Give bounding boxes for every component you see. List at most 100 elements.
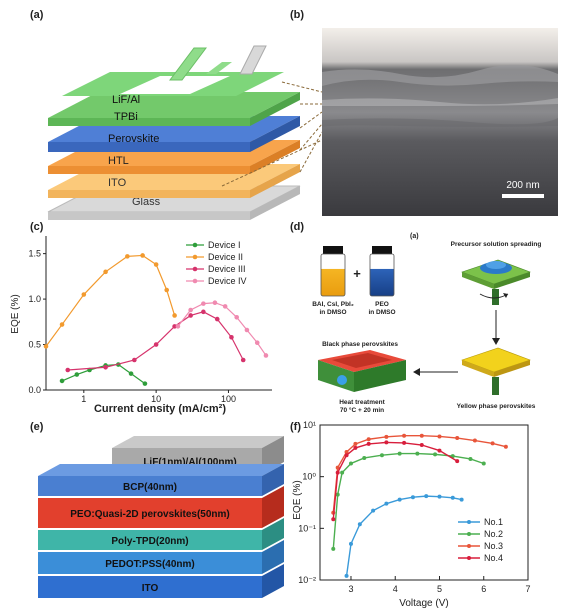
vial-blue: [369, 246, 395, 297]
f-data-point: [384, 501, 389, 506]
f-legend-marker: [467, 520, 471, 524]
f-legend-label: No.3: [484, 541, 503, 551]
layer-lif-al: LiF/Al: [62, 45, 284, 106]
c-data-point: [128, 371, 134, 376]
f-data-point: [397, 451, 402, 456]
f-x-tick-label: 6: [481, 584, 486, 594]
f-data-point: [335, 465, 340, 470]
f-data-point: [402, 433, 407, 438]
c-data-point: [59, 322, 65, 327]
layer-tpbi: TPBi: [48, 92, 300, 126]
step2-label: Yellow phase perovskites: [457, 403, 536, 410]
f-series-line: [345, 495, 462, 577]
f-legend-label: No.4: [484, 553, 503, 563]
f-data-point: [384, 434, 389, 439]
f-data-point: [397, 497, 402, 502]
f-x-tick-label: 5: [437, 584, 442, 594]
c-y-tick-label: 1.0: [28, 294, 41, 304]
layer-htl-label: HTL: [108, 155, 129, 167]
c-data-point: [153, 342, 159, 347]
f-data-point: [437, 494, 442, 499]
c-data-point: [212, 300, 218, 306]
c-data-point: [164, 287, 170, 293]
c-data-point: [81, 292, 87, 297]
f-data-point: [335, 492, 340, 497]
f-data-point: [335, 470, 340, 475]
f-data-point: [459, 497, 464, 502]
f-data-point: [433, 452, 438, 457]
panel-d-label: (d): [290, 221, 304, 233]
f-data-point: [344, 573, 349, 578]
c-data-point: [263, 353, 269, 358]
f-y-tick-label: 10⁰: [302, 472, 316, 482]
layer-glass-label: Glass: [132, 196, 161, 208]
f-data-point: [331, 517, 336, 522]
f-data-point: [437, 434, 442, 439]
f-x-tick-label: 7: [525, 584, 530, 594]
f-data-point: [348, 461, 353, 466]
f-legend-label: No.2: [484, 529, 503, 539]
c-y-tick-label: 1.5: [28, 249, 41, 259]
f-x-axis-title: Voltage (V): [399, 598, 448, 609]
e-layer-label: PEDOT:PSS(40nm): [105, 559, 194, 570]
f-y-tick-label: 10⁻²: [298, 575, 316, 585]
scale-bar: [502, 194, 544, 198]
f-y-tick-label: 10¹: [303, 420, 316, 430]
panel-a-connectors: [221, 81, 323, 187]
step4-label: Black phase perovskites: [322, 341, 398, 348]
c-data-point: [175, 324, 181, 329]
f-data-point: [455, 436, 460, 441]
panel-d-sublabel: (a): [410, 233, 419, 240]
c-data-point: [132, 357, 137, 363]
f-series-line: [332, 452, 484, 549]
f-data-point: [424, 494, 429, 499]
f-data-point: [340, 470, 345, 475]
f-data-point: [503, 444, 508, 449]
e-layer-label: BCP(40nm): [123, 482, 177, 493]
c-legend-marker: [192, 254, 198, 260]
c-data-point: [188, 313, 193, 318]
c-data-point: [103, 364, 108, 370]
f-data-point: [437, 448, 442, 453]
panel-e: (e) LiF(1nm)/Al(100nm)BCP(40nm)PEO:Quasi…: [30, 421, 284, 598]
c-data-point: [65, 367, 71, 373]
panel-b-label: (b): [290, 9, 304, 21]
panel-e-label: (e): [30, 421, 44, 433]
f-plot-frame: [319, 424, 529, 581]
c-legend-label: Device IV: [208, 276, 247, 286]
c-data-point: [201, 301, 206, 306]
e-layer-label: PEO:Quasi-2D perovskites(50nm): [70, 509, 230, 520]
f-data-point: [362, 455, 367, 460]
e-layer: Poly-TPD(20nm): [38, 518, 284, 550]
c-x-axis-title: Current density (mA/cm²): [94, 403, 226, 415]
c-legend-marker: [192, 242, 198, 248]
e-layer-label: ITO: [142, 583, 159, 594]
f-data-point: [455, 459, 460, 464]
f-legend-marker: [467, 556, 471, 560]
c-data-point: [59, 378, 65, 384]
c-data-point: [43, 344, 49, 349]
c-legend-label: Device III: [208, 264, 246, 274]
f-series-line: [332, 441, 458, 520]
hotplate-icon: [318, 350, 406, 392]
f-legend-marker: [467, 544, 471, 548]
c-data-point: [222, 304, 228, 309]
yellow-film-icon: [461, 347, 531, 395]
e-layer: ITO: [38, 564, 284, 598]
c-data-point: [125, 254, 130, 259]
step1-label: Precursor solution spreading: [451, 241, 542, 248]
panel-a: (a) Glass ITO HTL Perovskite: [30, 9, 323, 220]
f-data-point: [379, 453, 384, 458]
c-y-axis-title: EQE (%): [10, 294, 21, 333]
c-data-point: [244, 327, 250, 333]
c-data-point: [229, 334, 234, 340]
c-legend-label: Device I: [208, 240, 241, 250]
c-data-point: [254, 340, 260, 346]
plus-sign: +: [353, 266, 361, 281]
